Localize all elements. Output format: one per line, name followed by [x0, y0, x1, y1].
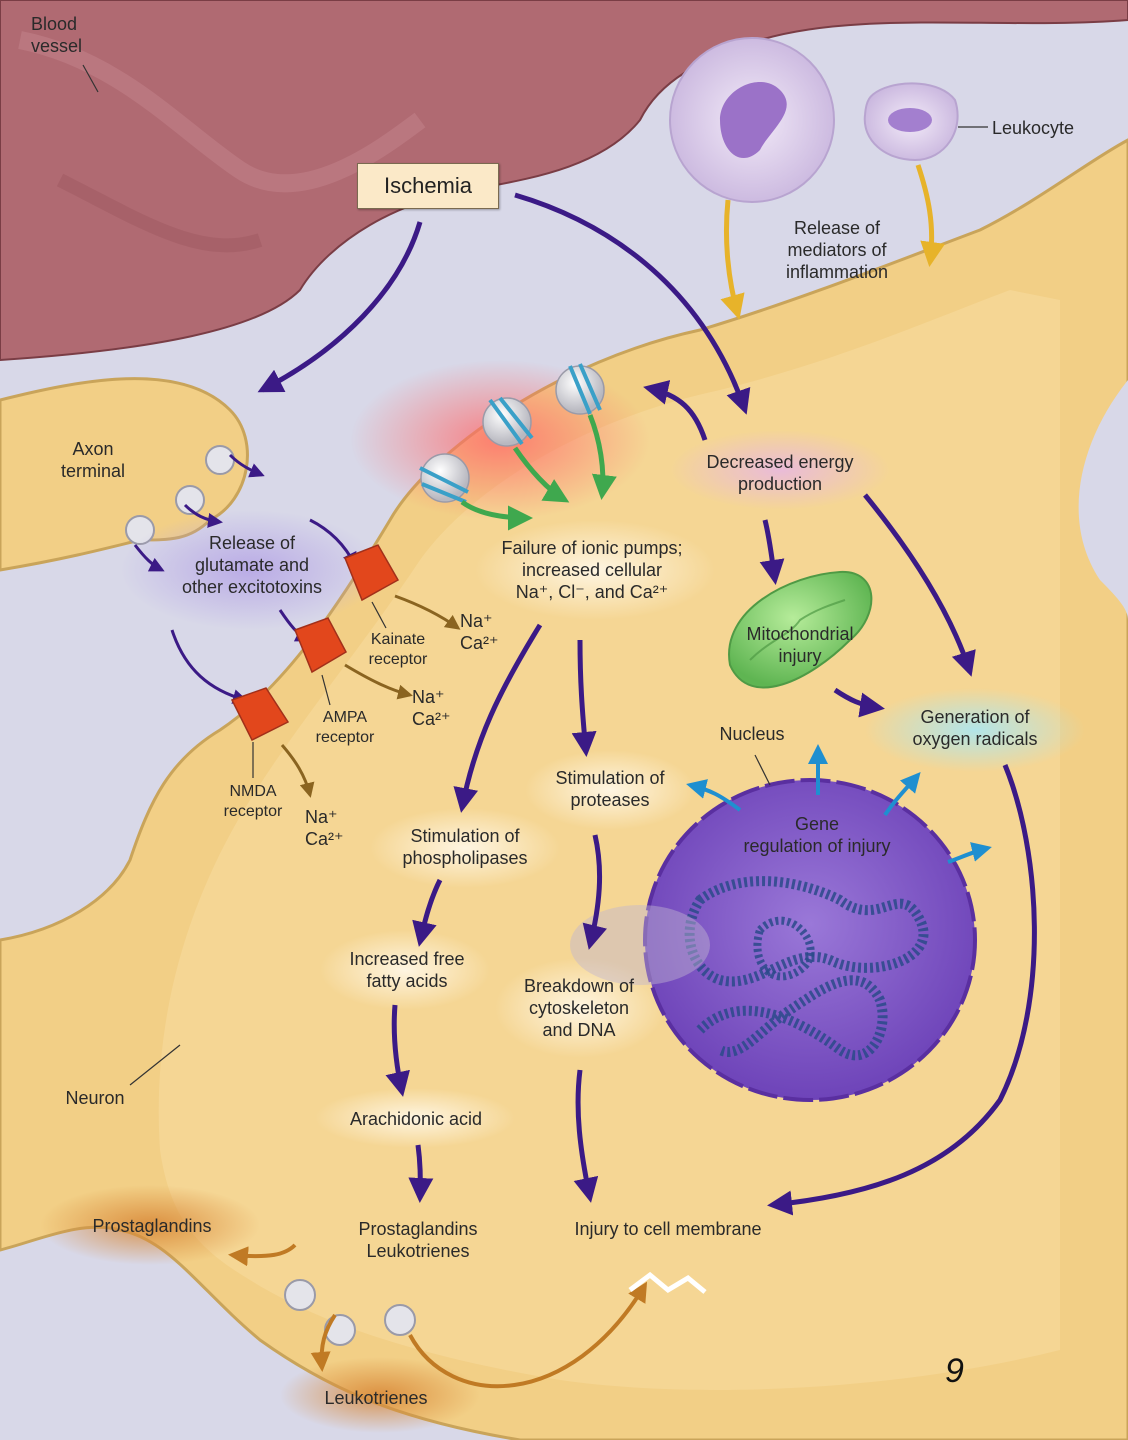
nmda-receptor-label: NMDA receptor — [224, 782, 283, 822]
prostaglandins-leukotrienes-label: Prostaglandins Leukotrienes — [358, 1218, 477, 1262]
gene-regulation-label: Gene regulation of injury — [743, 813, 890, 857]
nmda-ions-label: Na⁺ Ca²⁺ — [305, 806, 344, 850]
increased-ffa-label: Increased free fatty acids — [349, 948, 464, 992]
arachidonic-acid-label: Arachidonic acid — [350, 1108, 482, 1130]
blood-vessel-label: Blood vessel — [31, 13, 82, 57]
ampa-ions-label: Na⁺ Ca²⁺ — [412, 686, 451, 730]
release-mediators-label: Release of mediators of inflammation — [786, 217, 888, 283]
nucleus-label: Nucleus — [719, 723, 784, 745]
generation-radicals-label: Generation of oxygen radicals — [912, 706, 1037, 750]
kainate-receptor-label: Kainate receptor — [369, 630, 428, 670]
neuron-label: Neuron — [65, 1087, 124, 1109]
kainate-ions-label: Na⁺ Ca²⁺ — [460, 610, 499, 654]
ampa-receptor-label: AMPA receptor — [316, 708, 375, 748]
injury-membrane-label: Injury to cell membrane — [574, 1218, 761, 1240]
mitochondrial-injury-label: Mitochondrial injury — [746, 623, 853, 667]
ischemia-box: Ischemia — [357, 163, 499, 209]
page-number: 9 — [945, 1352, 964, 1391]
leukotrienes-out-label: Leukotrienes — [324, 1387, 427, 1409]
leukocyte-label: Leukocyte — [992, 117, 1074, 139]
decreased-energy-label: Decreased energy production — [706, 451, 853, 495]
breakdown-label: Breakdown of cytoskeleton and DNA — [524, 975, 634, 1041]
arachidonic-to-prostaglandins-arrow — [418, 1145, 420, 1198]
release-glutamate-label: Release of glutamate and other excitotox… — [182, 532, 322, 598]
failure-ionic-pumps-label: Failure of ionic pumps; increased cellul… — [501, 537, 682, 603]
prostaglandins-out-label: Prostaglandins — [92, 1215, 211, 1237]
stimulation-phospholipases-label: Stimulation of phospholipases — [402, 825, 527, 869]
axon-terminal-label: Axon terminal — [61, 438, 125, 482]
stimulation-proteases-label: Stimulation of proteases — [555, 767, 664, 811]
leukocyte-small-nucleus — [888, 108, 932, 132]
